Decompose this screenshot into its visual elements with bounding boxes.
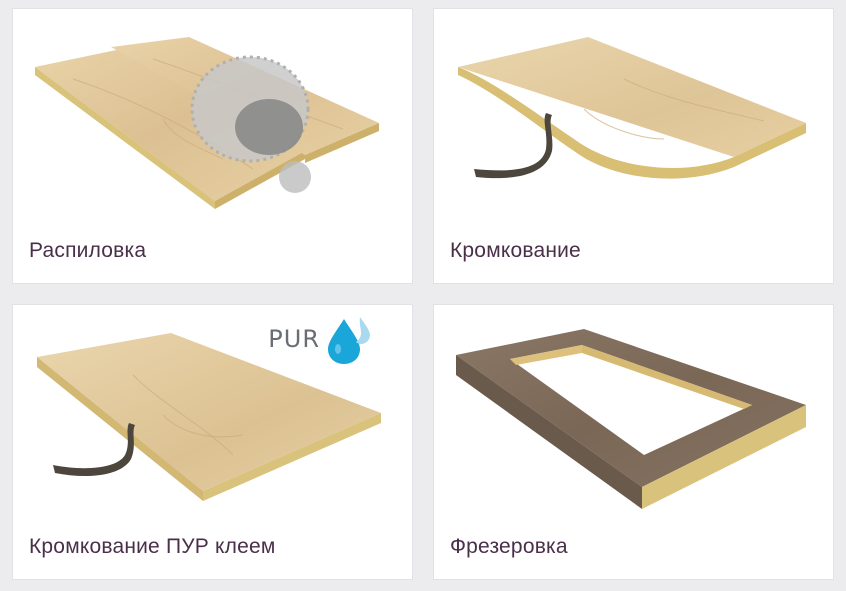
service-label: Кромкование [450, 239, 581, 262]
service-label: Кромкование ПУР клеем [29, 535, 276, 558]
sawing-illustration [35, 37, 379, 209]
service-card-pur-edging[interactable]: PUR Кромкование ПУР клеем [12, 304, 413, 580]
saw-blade-icon [190, 55, 311, 193]
milling-illustration [456, 329, 806, 509]
service-label: Распиловка [29, 239, 147, 262]
pur-edging-illustration [37, 333, 381, 501]
service-card-sawing[interactable]: Распиловка [12, 8, 413, 284]
edging-illustration [458, 37, 806, 179]
service-card-edging[interactable]: Кромкование [433, 8, 834, 284]
pur-badge-text: PUR [268, 325, 320, 353]
edge-tape [474, 113, 553, 179]
edge-tape [53, 423, 135, 477]
service-label: Фрезеровка [450, 535, 568, 558]
service-card-milling[interactable]: Фрезеровка [433, 304, 834, 580]
water-drop-icon [328, 317, 370, 364]
pur-badge: PUR [268, 313, 372, 365]
